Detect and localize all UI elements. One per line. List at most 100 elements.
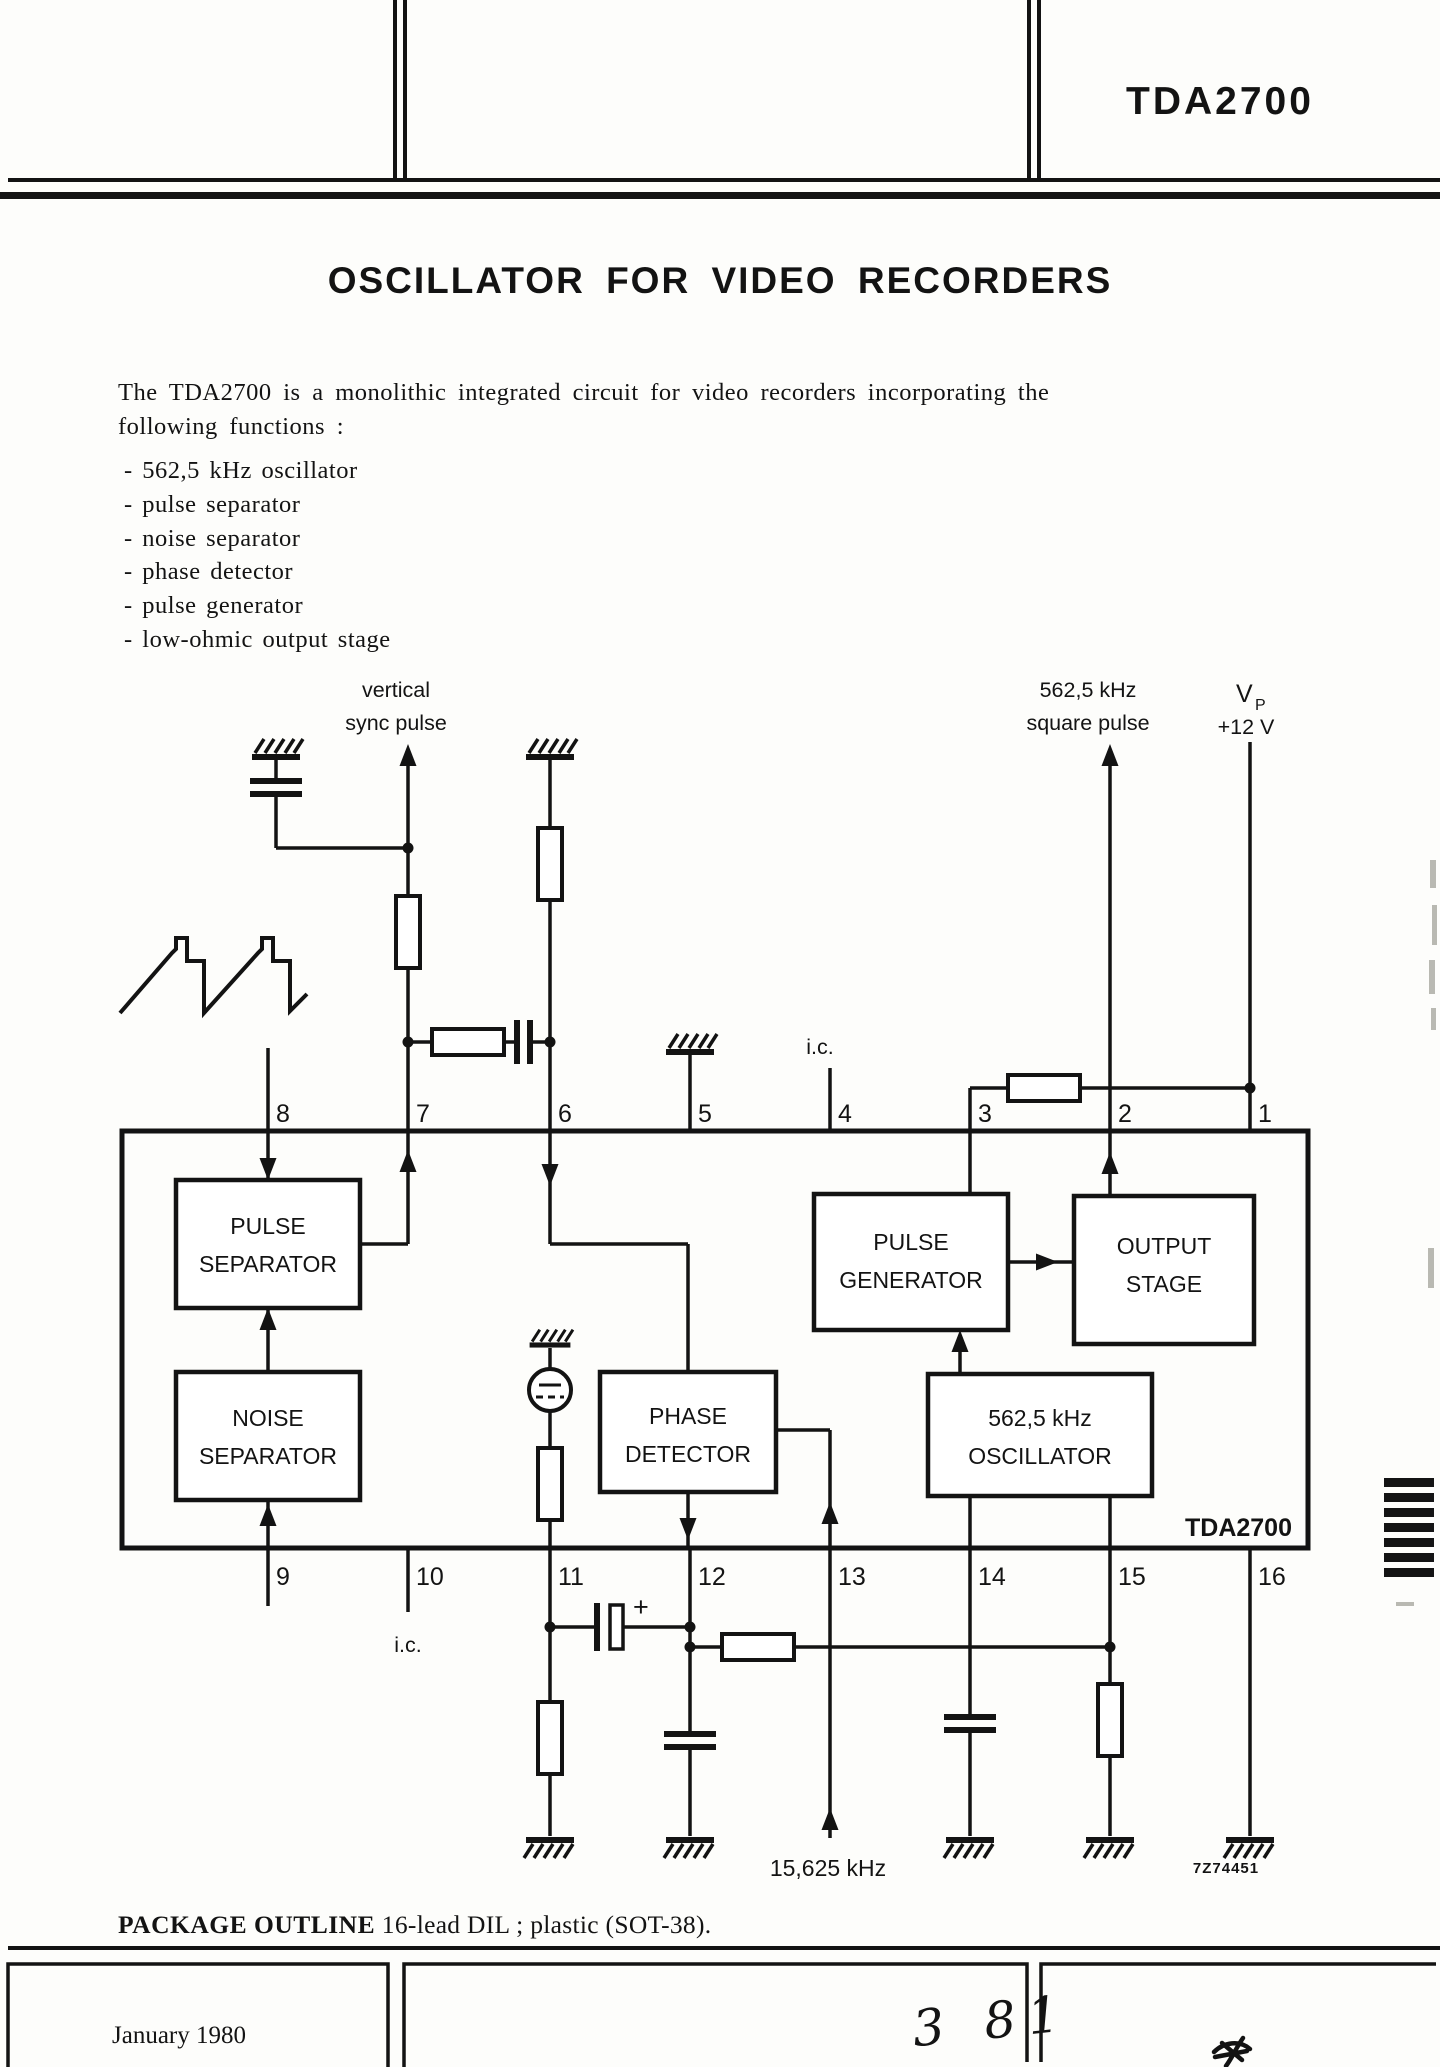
pulse-separator-block: PULSE SEPARATOR [173,1177,363,1311]
pin-number: 16 [1258,1563,1286,1591]
pin12-network [662,1548,1110,1860]
signal-arrow-icon [1101,1152,1119,1174]
output-arrow-icon [1101,744,1119,766]
print-bleed-marks [1396,860,1437,1606]
pin-number: 10 [416,1563,444,1591]
pin16-wire [1222,1548,1276,1860]
square-pulse-label-1: 562,5 kHz [1040,678,1137,702]
block-label: SEPARATOR [199,1251,337,1277]
pin-numbers-bottom: 9 10 11 12 13 14 15 16 [276,1563,1286,1591]
pin-number: 2 [1118,1100,1132,1128]
capacitor-icon [944,1714,996,1720]
pin-number: 12 [698,1563,726,1591]
pin6-external-components [524,737,579,1131]
oscillator-to-pulse-generator-arrow [951,1330,969,1374]
pulse-separator-output-wire [360,1131,417,1246]
ground-icon [250,737,305,762]
resistor-icon [536,1446,564,1522]
resistor-icon [536,826,564,902]
pin11-network: + [522,1548,690,1860]
pin-number: 4 [838,1100,852,1128]
pin-number: 3 [978,1100,992,1128]
pin4-external: i.c. [806,1035,834,1131]
noise-separator-block: NOISE SEPARATOR [173,1369,363,1503]
pin-number: 8 [276,1100,290,1128]
resistor-icon [430,1027,506,1057]
block-label: STAGE [1126,1271,1202,1297]
ground-icon [528,1328,575,1350]
block-label: PHASE [649,1403,727,1429]
terminal-square-pulse: 562,5 kHz square pulse [1026,678,1150,1131]
junction-dot [1244,1082,1256,1094]
supply-subscript: P [1255,697,1266,714]
square-pulse-label-2: square pulse [1026,711,1149,735]
pin5-external-ground [664,1032,719,1131]
ground-icon [664,1032,719,1057]
pin-number: 15 [1118,1563,1146,1591]
binding-marks [1384,1478,1434,1577]
internal-reference-branch [527,1328,575,1548]
pin10-stub: i.c. [394,1548,422,1657]
package-outline-line: PACKAGE OUTLINE 16-lead DIL ; plastic (S… [118,1910,711,1940]
junction-dot [1104,1641,1116,1653]
pulse-generator-to-output-stage-arrow [1008,1253,1074,1271]
intro-paragraph: The TDA2700 is a monolithic integrated c… [118,376,1049,444]
output-arrow-icon [399,744,417,766]
resistor-icon [394,894,422,970]
package-outline-text: 16-lead DIL ; plastic (SOT-38). [381,1910,712,1939]
not-connected-label: i.c. [806,1035,833,1059]
figure-code-label: 7Z74451 [1193,1860,1259,1877]
decoupling-capacitor-branch [250,737,408,850]
package-outline-label: PACKAGE OUTLINE [118,1910,376,1939]
ink-scribble [1211,2035,1253,2067]
document-title: OSCILLATOR FOR VIDEO RECORDERS [327,260,1113,301]
pin13-internal-wire [776,1428,839,1548]
pin-number: 11 [558,1563,584,1591]
feature-list: - 562,5 kHz oscillator - pulse separator… [124,454,391,657]
resistor-icon [1096,1682,1124,1758]
pin-number: 7 [416,1100,430,1128]
ground-icon [522,1835,576,1860]
vertical-sync-label-2: sync pulse [345,711,447,735]
pin13-input-wire: 15,625 kHz [770,1548,886,1881]
block-label: OSCILLATOR [968,1443,1112,1469]
noise-to-pulse-separator-wire [259,1308,277,1372]
list-item: - low-ohmic output stage [124,625,391,653]
ic-name-label: TDA2700 [1185,1514,1292,1542]
signal-arrow-icon [821,1808,839,1830]
output-stage-to-pin2-wire [1101,1131,1119,1196]
electrolytic-capacitor-icon [594,1603,600,1651]
polarity-plus-label: + [633,1592,649,1622]
oscillator-block: 562,5 kHz OSCILLATOR [925,1371,1155,1499]
pin-number: 13 [838,1563,866,1591]
ground-icon [942,1835,996,1860]
pin-number: 6 [558,1100,572,1128]
block-label: SEPARATOR [199,1443,337,1469]
ground-icon [662,1835,716,1860]
signal-arrow-icon [679,1518,697,1540]
pin3-supply-resistor [968,1073,1256,1131]
vertical-sync-label-1: vertical [362,678,430,702]
pin-numbers-top: 8 7 6 5 4 3 2 1 [276,1100,1272,1128]
intro-line: following functions : [118,413,345,440]
input-frequency-label: 15,625 kHz [770,1855,886,1881]
list-item: - pulse separator [124,490,301,518]
pin6-internal-wire [541,1131,690,1372]
junction-dot [684,1621,696,1633]
signal-arrow-icon [259,1308,277,1330]
pin9-input-wire [259,1500,277,1548]
signal-arrow-icon [259,1504,277,1526]
junction-dot [684,1641,696,1653]
phase-detector-output-wire [679,1492,697,1548]
output-stage-block: OUTPUT STAGE [1071,1193,1257,1347]
oscillator-pin-wires [968,1496,1112,1548]
ground-icon [524,737,579,762]
phase-detector-block: PHASE DETECTOR [597,1369,779,1495]
resistor-icon [720,1632,796,1662]
block-label: DETECTOR [625,1441,751,1467]
ground-icon [1222,1835,1276,1860]
pulse-generator-block: PULSE GENERATOR [811,1191,1011,1333]
pin-number: 14 [978,1563,1006,1591]
